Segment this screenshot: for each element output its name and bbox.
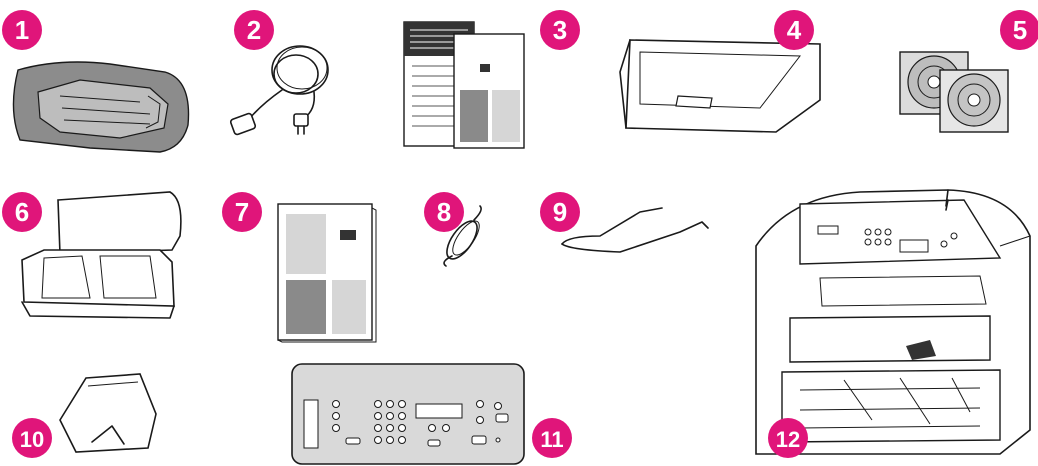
badge-number: 1: [15, 15, 29, 45]
control-panel-overlay-icon: [292, 364, 524, 464]
software-cds-icon: [900, 52, 1008, 132]
item-badge-6: 6: [2, 192, 42, 232]
item-badge-4: 4: [774, 10, 814, 50]
wire-support-icon: [562, 208, 708, 252]
item-badge-10: 10: [12, 418, 52, 458]
badge-number: 11: [540, 427, 563, 452]
badge-number: 3: [553, 15, 567, 45]
media-tray-cover-icon: [620, 40, 820, 132]
item-badge-9: 9: [540, 192, 580, 232]
item-badge-5: 5: [1000, 10, 1038, 50]
getting-started-guide-icon: [404, 22, 524, 148]
badge-number: 9: [553, 197, 567, 227]
all-in-one-printer-icon: [756, 190, 1030, 454]
badge-number: 7: [235, 197, 249, 227]
item-badge-7: 7: [222, 192, 262, 232]
print-cartridge-icon: [13, 62, 188, 152]
badge-number: 10: [20, 427, 44, 452]
item-badge-2: 2: [234, 10, 274, 50]
badge-number: 4: [787, 15, 802, 45]
badge-number: 6: [15, 197, 29, 227]
item-badge-8: 8: [424, 192, 464, 232]
badge-number: 8: [437, 197, 451, 227]
input-tray-icon: [22, 192, 181, 318]
item-badge-3: 3: [540, 10, 580, 50]
item-badge-1: 1: [2, 10, 42, 50]
output-bin-icon: [60, 374, 156, 452]
badge-number: 12: [776, 427, 800, 452]
item-badge-12: 12: [768, 418, 808, 458]
badge-number: 2: [247, 15, 261, 45]
item-badge-11: 11: [532, 418, 572, 458]
power-cord-icon: [230, 46, 328, 135]
user-guide-icon: [278, 204, 376, 342]
badge-number: 5: [1013, 15, 1027, 45]
